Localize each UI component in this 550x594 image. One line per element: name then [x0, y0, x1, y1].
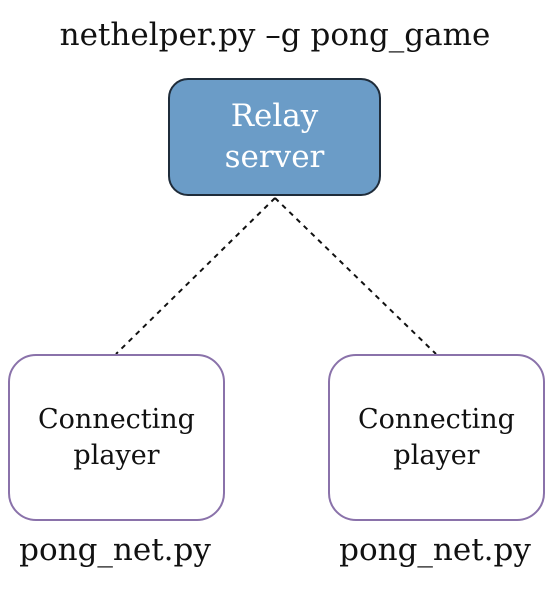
player-left-caption: pong_net.py: [19, 532, 211, 568]
player-right-label-line2: player: [393, 439, 480, 471]
relay-server-box: Relay server: [168, 78, 381, 196]
connector-right: [274, 197, 437, 355]
top-caption: nethelper.py –g pong_game: [59, 17, 491, 53]
connecting-player-box-right: Connecting player: [328, 354, 545, 521]
relay-server-label-line2: server: [224, 139, 325, 175]
player-right-caption: pong_net.py: [339, 532, 531, 568]
player-right-label-line1: Connecting: [358, 403, 515, 435]
connector-left: [115, 197, 276, 355]
relay-server-label-line1: Relay: [230, 98, 319, 135]
player-left-label-line1: Connecting: [38, 403, 195, 435]
player-left-label-line2: player: [73, 439, 160, 471]
connecting-player-box-left: Connecting player: [8, 354, 225, 521]
